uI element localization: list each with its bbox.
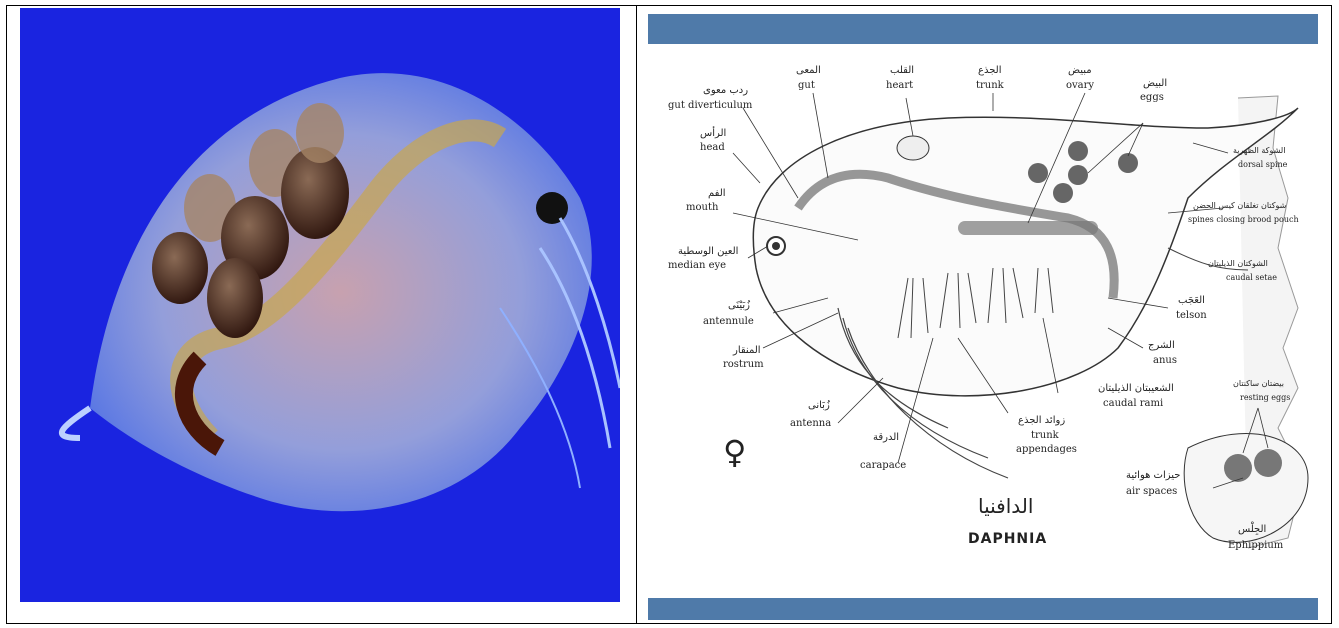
label-telson-ar: العَجَب [1178, 295, 1205, 306]
label-antenna-ar: زُبَانى [808, 400, 830, 411]
label-mouth-en: mouth [686, 202, 719, 213]
label-caudal-rami-en: caudal rami [1103, 398, 1163, 409]
label-spines-ar: شوكتان تغلقان كيس الحضن [1193, 201, 1287, 210]
label-resting-eggs-ar: بيضتان ساكنتان [1233, 379, 1284, 388]
label-rostrum-ar: المنقار [732, 345, 761, 356]
label-median-eye-en: median eye [668, 260, 726, 271]
label-rostrum-en: rostrum [723, 359, 764, 370]
label-dorsal-spine-en: dorsal spine [1238, 160, 1288, 169]
body-outline [753, 108, 1298, 396]
label-trunk-appendages-en1: trunk [1031, 430, 1060, 441]
label-gut-ar: المعى [796, 65, 821, 76]
label-ephippium-ar: الجِلْس [1238, 521, 1266, 536]
label-carapace-en: carapace [860, 460, 906, 471]
label-heart-en: heart [886, 80, 913, 91]
diagram-drawing: ردب معوى gut diverticulum المعى gut القل… [648, 8, 1318, 620]
female-symbol: ♀ [723, 433, 746, 471]
label-ephippium-en: Ephippium [1228, 540, 1284, 551]
label-caudal-setae-ar: الشوكتان الذيليتان [1208, 259, 1268, 268]
label-eggs-en: eggs [1140, 92, 1164, 103]
label-anus-ar: الشرج [1148, 340, 1175, 351]
diagram-title-en: DAPHNIA [968, 531, 1047, 547]
label-trunk-ar: الجذع [978, 65, 1002, 76]
label-gut-en: gut [798, 80, 815, 91]
column-divider [636, 5, 637, 624]
label-head-en: head [700, 142, 725, 153]
ovary [958, 221, 1098, 235]
label-antennule-ar: زُبَيْنَى [728, 300, 750, 311]
label-antennule-en: antennule [703, 316, 754, 327]
label-antenna-en: antenna [790, 418, 831, 429]
label-trunk-en: trunk [976, 80, 1005, 91]
label-spines-en: spines closing brood pouch [1188, 215, 1299, 224]
label-trunk-appendages-en2: appendages [1016, 444, 1077, 455]
label-caudal-rami-ar: الشعيبتان الذيليتان [1098, 383, 1174, 394]
label-mouth-ar: الفم [708, 188, 726, 199]
label-gut-diverticulum-ar: ردب معوى [703, 85, 748, 96]
label-resting-eggs-en: resting eggs [1240, 393, 1290, 402]
daphnia-photo-illustration [20, 8, 620, 602]
label-median-eye-ar: العين الوسطية [678, 246, 738, 257]
label-carapace-ar: الدرقة [873, 432, 899, 443]
label-anus-en: anus [1153, 355, 1177, 366]
label-gut-diverticulum-en: gut diverticulum [668, 100, 753, 111]
label-dorsal-spine-ar: الشوكة الظهرية [1233, 146, 1285, 155]
diagram-title-ar: الدافنيا [978, 494, 1033, 518]
label-air-spaces-en: air spaces [1126, 486, 1177, 497]
label-heart-ar: القلب [890, 65, 914, 76]
label-ovary-ar: مبيض [1068, 65, 1092, 76]
label-ovary-en: ovary [1066, 80, 1094, 91]
daphnia-photo [20, 8, 620, 602]
label-caudal-setae-en: caudal setae [1226, 273, 1277, 282]
label-eggs-ar: البيض [1143, 78, 1167, 89]
heart [897, 136, 929, 160]
label-trunk-appendages-ar: زوائد الجذع [1018, 415, 1065, 426]
label-air-spaces-ar: حيزات هوائية [1126, 470, 1180, 481]
label-telson-en: telson [1176, 310, 1207, 321]
daphnia-diagram: ردب معوى gut diverticulum المعى gut القل… [648, 8, 1318, 620]
label-head-ar: الرأس [700, 126, 726, 139]
